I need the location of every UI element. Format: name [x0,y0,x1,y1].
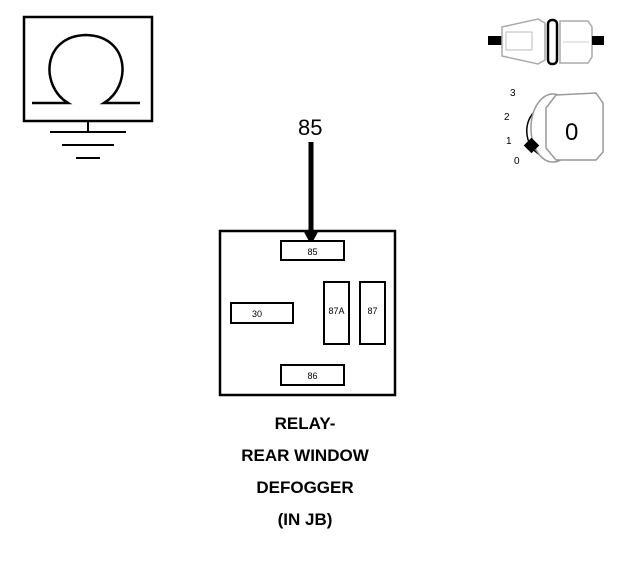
relay-body [218,229,397,397]
ignition-position-3: 3 [510,88,516,99]
ignition-key-label: 0 [565,119,578,146]
terminal-87a: 87A [323,281,350,345]
ohmmeter-with-ground-icon [22,15,154,159]
caption-line-3: DEFOGGER [256,478,354,497]
caption-line-1: RELAY- [274,414,336,433]
ignition-key-icon: 3 2 1 0 0 [504,88,604,167]
ignition-position-1: 1 [506,136,512,147]
relay-caption: RELAY- REAR WINDOW DEFOGGER (IN JB) [205,408,405,536]
caption-line-2: REAR WINDOW [241,446,369,465]
terminal-85-label: 85 [307,247,317,257]
disconnected-connector-icon [488,18,604,66]
terminal-86-label: 86 [307,371,317,381]
terminal-87: 87 [359,281,386,345]
terminal-30-label: 30 [252,309,262,319]
probe-label: 85 [298,115,322,140]
terminal-85: 85 [280,240,345,261]
terminal-86: 86 [280,364,345,386]
terminal-87-label: 87 [367,306,377,316]
probe-arrow [303,142,319,245]
ignition-position-0: 0 [514,156,520,167]
terminal-30: 30 [230,302,294,324]
ignition-position-2: 2 [504,112,510,123]
terminal-87a-label: 87A [328,306,344,316]
caption-line-4: (IN JB) [277,510,333,529]
